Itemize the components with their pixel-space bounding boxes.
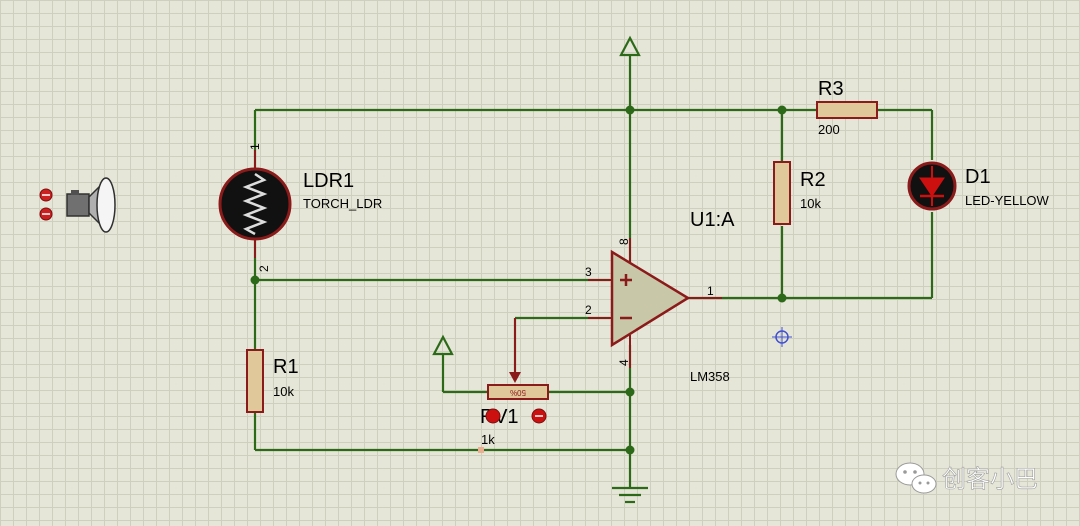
opamp-pin-minus: 2 [585, 303, 592, 317]
rv1-decrement-icon[interactable] [485, 408, 501, 424]
opamp-pin-plus: 3 [585, 265, 592, 279]
rv1-origin-marker [478, 447, 484, 453]
junction-dot [625, 387, 635, 397]
rv1-wiper-label: 50% [510, 388, 526, 397]
r1-value: 10k [273, 384, 294, 399]
ldr-pin1-label: 1 [248, 143, 262, 150]
ldr-component[interactable]: 1 2 LDR1 TORCH_LDR [218, 143, 382, 272]
r3-ref: R3 [818, 78, 844, 100]
opamp-u1[interactable]: 3 2 1 8 4 U1:A LM358 [585, 209, 735, 384]
potentiometer-rv1[interactable]: 50% RV1 1k [478, 318, 549, 453]
junctions [250, 105, 787, 455]
r3-value: 200 [818, 122, 840, 137]
crosshair-icon [772, 327, 792, 347]
junction-dot [625, 105, 635, 115]
r2-value: 10k [800, 196, 821, 211]
power-terminal-pot[interactable] [432, 334, 454, 356]
ground-terminal[interactable] [612, 486, 648, 504]
ldr-pin2-label: 2 [257, 265, 271, 272]
opamp-value: LM358 [690, 369, 730, 384]
opamp-pin-vcc: 8 [617, 238, 631, 245]
ldr-value: TORCH_LDR [303, 196, 382, 211]
ldr-ref: LDR1 [303, 170, 354, 192]
opamp-pin-out: 1 [707, 284, 714, 298]
d1-ref: D1 [965, 166, 991, 188]
opamp-pin-gnd: 4 [617, 359, 631, 366]
opamp-ref: U1:A [690, 209, 735, 231]
junction-dot [777, 105, 787, 115]
junction-dot [250, 275, 260, 285]
resistor-r1[interactable]: R1 10k [246, 349, 299, 413]
junction-dot [625, 445, 635, 455]
power-terminal-vcc[interactable] [619, 35, 641, 60]
watermark-text: 创客小巴 [942, 465, 1038, 493]
speaker-icon[interactable] [39, 177, 116, 233]
r2-ref: R2 [800, 169, 826, 191]
rv1-value: 1k [481, 432, 495, 447]
watermark: 创客小巴 [895, 462, 1038, 494]
resistor-r3[interactable]: R3 200 [816, 78, 878, 137]
led-d1[interactable]: D1 LED-YELLOW [907, 161, 1050, 211]
resistor-r2[interactable]: R2 10k [773, 161, 826, 225]
junction-dot [777, 293, 787, 303]
d1-value: LED-YELLOW [965, 193, 1050, 208]
r1-ref: R1 [273, 356, 299, 378]
wechat-logo-icon [895, 462, 937, 494]
